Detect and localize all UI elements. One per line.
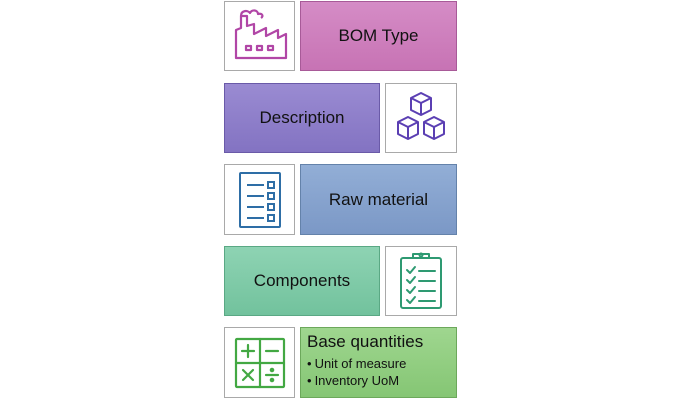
calculator-icon	[234, 337, 285, 388]
description-bar: Description	[224, 83, 380, 153]
list-item: Unit of measure	[307, 355, 456, 372]
base-quantities-label: Base quantities	[307, 332, 424, 351]
raw-material-label: Raw material	[328, 189, 429, 209]
list-icon	[238, 171, 281, 228]
components-label: Components	[253, 271, 351, 290]
clipboard-icon-tile	[385, 246, 457, 316]
clipboard-checklist-icon	[400, 252, 442, 309]
raw-material-bar: Raw material	[300, 164, 457, 235]
bom-type-label: BOM Type	[338, 26, 419, 45]
bom-type-bar: BOM Type	[300, 1, 457, 71]
cubes-icon	[397, 92, 445, 140]
factory-icon	[234, 9, 287, 60]
base-quantities-list: Unit of measure Inventory UoM	[307, 355, 456, 389]
calculator-icon-tile	[224, 327, 295, 398]
components-bar: Components	[224, 246, 380, 316]
base-quantities-bar: Base quantities Unit of measure Inventor…	[300, 327, 457, 398]
description-label: Description	[259, 108, 345, 127]
cubes-icon-tile	[385, 83, 457, 153]
list-icon-tile	[224, 164, 295, 235]
factory-icon-tile	[224, 1, 295, 71]
list-item: Inventory UoM	[307, 372, 456, 389]
